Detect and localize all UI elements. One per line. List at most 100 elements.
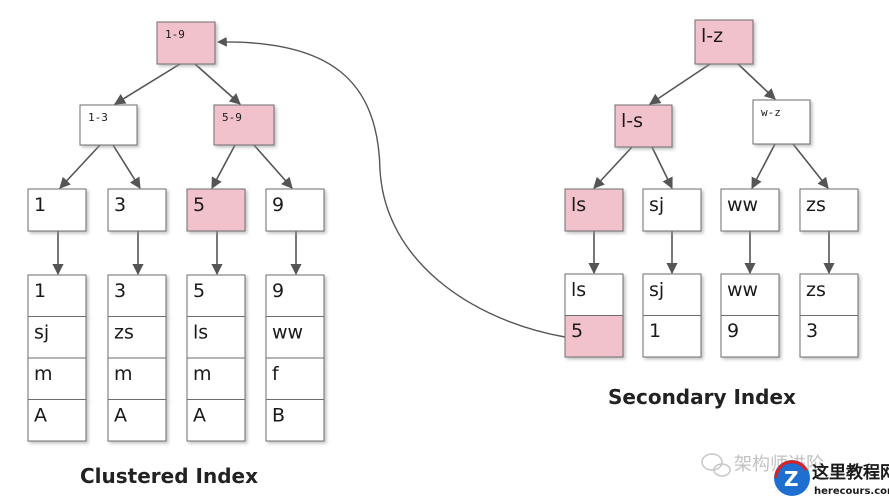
secondary-root-node-box [694,19,754,65]
clustered-row-cell [265,399,325,442]
secondary-leaf-pk-text: 1 [649,320,661,342]
secondary-internal-node-label: w-z [761,106,781,119]
clustered-row-cell [186,274,246,317]
secondary-edge-int0-key1 [651,146,673,190]
clustered-row-cell-text: 1 [34,280,46,302]
secondary-internal-node-box [752,99,811,145]
secondary-leaf-key-cell [642,273,702,316]
secondary-leaf-pk-cell [564,315,624,358]
secondary-leaf-record: zs 3 [799,273,859,358]
secondary-key-node-label: zs [806,194,826,216]
secondary-key-node-label: sj [649,194,664,216]
secondary-internal-node-label: l-s [621,110,643,132]
clustered-edge-int0-key0 [59,144,101,189]
clustered-row-cell [265,316,325,359]
secondary-leaf-pk-text: 9 [727,320,739,342]
clustered-root-node-label: 1-9 [165,28,185,41]
secondary-leaf-record: sj 1 [642,273,702,358]
secondary-leaf-key-text: zs [806,279,826,301]
secondary-key-node-box [799,188,859,232]
clustered-internal-node: 1-3 [79,104,138,146]
clustered-row-cell-text: A [193,405,206,427]
clustered-internal-node-box [79,104,138,146]
clustered-row-cell-text: 3 [114,280,126,302]
clustered-row-cell [186,357,246,400]
clustered-key-node-box [27,188,87,232]
logo-circle-icon [774,460,810,496]
clustered-key-node-box [186,188,246,232]
clustered-key-node: 9 [265,188,325,232]
clustered-row-cell-text: m [34,363,53,385]
secondary-key-node: sj [642,188,702,232]
secondary-key-node: ww [720,188,780,232]
secondary-leaf-key-text: sj [649,279,664,301]
logo-site-name: 这里教程网 [812,462,889,483]
secondary-internal-node: w-z [752,99,811,145]
clustered-internal-node-label: 1-3 [88,111,108,124]
clustered-row-cell-text: B [272,405,285,427]
clustered-row-cell-text: zs [114,322,134,344]
clustered-key-node-box [107,188,167,232]
secondary-key-node-box [564,188,624,232]
clustered-row-cell [107,316,167,359]
secondary-edge-root-left [649,63,711,105]
clustered-key-node-label: 5 [193,194,205,216]
clustered-edge-root-right [194,63,241,105]
clustered-row-cell-text: A [34,405,47,427]
secondary-edge-int1-key2 [751,143,776,189]
clustered-internal-node-label: 5-9 [222,111,242,124]
clustered-edge-int0-key1 [112,144,141,189]
secondary-root-node-label: l-z [701,25,723,47]
secondary-leaf-pk-cell [799,315,859,358]
clustered-row-cell-text: 5 [193,280,205,302]
logo-site-url: herecours.com [814,486,889,497]
secondary-edge-int0-key0 [593,146,633,189]
clustered-row-cell [27,399,87,442]
secondary-key-node-box [720,188,780,232]
secondary-key-node-box [642,188,702,232]
clustered-key-node-label: 9 [272,194,284,216]
secondary-key-node: ls [564,188,624,232]
clustered-key-node: 5 [186,188,246,232]
clustered-row-cell [27,274,87,317]
wechat-icon [701,453,731,477]
clustered-row-cell [107,357,167,400]
secondary-root-node: l-z [694,19,754,65]
clustered-edge-int1-key3 [253,144,293,189]
secondary-internal-node: l-s [614,104,673,148]
clustered-row-cell-text: ls [193,322,208,344]
clustered-row-cell [107,399,167,442]
clustered-row-cell-text: f [272,363,280,385]
clustered-row-cell [186,316,246,359]
secondary-key-node: zs [799,188,859,232]
clustered-row-cell [265,357,325,400]
clustered-key-node-label: 3 [114,194,126,216]
clustered-edge-int1-key2 [211,144,236,189]
clustered-row-cell [186,399,246,442]
secondary-leaf-pk-text: 5 [571,320,583,342]
secondary-edge-int1-key3 [792,143,829,189]
clustered-edge-root-left [114,63,181,105]
clustered-internal-node-box [213,104,275,146]
clustered-row-cell [265,274,325,317]
clustered-root-node: 1-9 [156,21,216,65]
clustered-key-node: 3 [107,188,167,232]
clustered-row-cell-text: ww [272,322,303,344]
clustered-index-title: Clustered Index [80,464,258,488]
secondary-leaf-key-text: ww [727,279,758,301]
clustered-row-cell-text: A [114,405,127,427]
site-logo: Z 这里教程网 herecours.com [774,460,889,497]
clustered-row-cell [27,316,87,359]
clustered-key-node-box [265,188,325,232]
secondary-leaf-pk-text: 3 [806,320,818,342]
secondary-leaf-record: ww 9 [720,273,780,358]
clustered-key-node: 1 [27,188,87,232]
clustered-key-node-label: 1 [34,194,46,216]
secondary-index-title: Secondary Index [608,385,796,409]
